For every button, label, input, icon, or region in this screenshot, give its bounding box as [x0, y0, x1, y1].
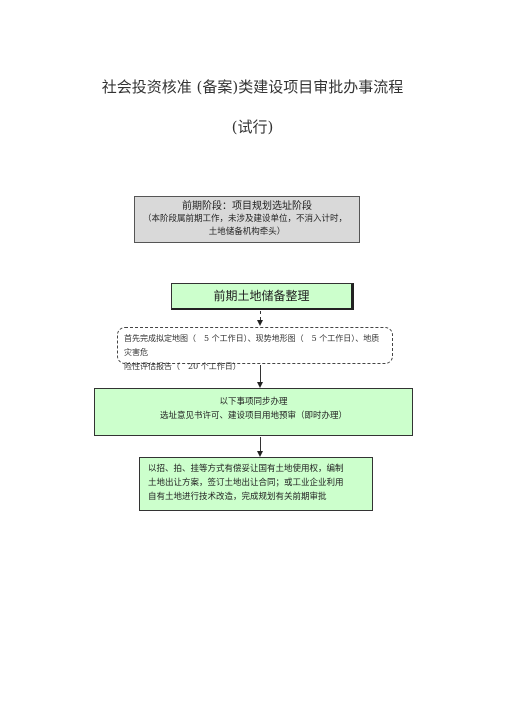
- land-reserve-label: 前期土地储备整理: [213, 289, 310, 303]
- survey-line-1: 首先完成拟定地图（ 5 个工作日）、现势地形图（ 5 个工作日）、地质灾害危: [124, 334, 380, 357]
- dashed-connector: [260, 311, 261, 320]
- land-supply-line-3: 自有土地进行技术改造，完成规划有关前期审批: [148, 492, 327, 502]
- sync-heading: 以下事项同步办理: [219, 397, 288, 407]
- page-subtitle: (试行): [231, 118, 274, 136]
- phase-heading: 前期阶段：项目规划选址阶段: [182, 201, 312, 212]
- land-supply-line-1: 以招、拍、挂等方式有偿妥让国有土地使用权，编制: [148, 464, 344, 474]
- phase-box: 前期阶段：项目规划选址阶段 （本阶段属前期工作，未涉及建设单位，不消入计时， 土…: [134, 196, 360, 243]
- survey-line-2: 险性评估报告（ 20 个工作日）: [124, 362, 241, 371]
- land-reserve-box: 前期土地储备整理: [171, 283, 354, 310]
- arrow-down-icon: [257, 320, 263, 326]
- connector-line: [260, 365, 261, 382]
- arrow-down-icon: [257, 451, 263, 457]
- sync-items: 选址意见书许可、建设项目用地预审（即时办理）: [159, 411, 347, 421]
- land-supply-box: 以招、拍、挂等方式有偿妥让国有土地使用权，编制 土地出让方案，签订土地出让合同；…: [139, 457, 373, 511]
- page-title: 社会投资核准 (备案)类建设项目审批办事流程: [101, 78, 404, 96]
- survey-box: 首先完成拟定地图（ 5 个工作日）、现势地形图（ 5 个工作日）、地质灾害危 险…: [117, 327, 393, 371]
- connector-line: [260, 437, 261, 451]
- land-supply-line-2: 土地出让方案，签订土地出让合同；或工业企业利用: [148, 478, 344, 488]
- phase-note: （本阶段属前期工作，未涉及建设单位，不消入计时，: [143, 214, 348, 224]
- arrow-down-icon: [257, 382, 263, 388]
- sync-box: 以下事项同步办理 选址意见书许可、建设项目用地预审（即时办理）: [94, 388, 413, 436]
- phase-note-lead: 土地储备机构牵头）: [208, 227, 286, 237]
